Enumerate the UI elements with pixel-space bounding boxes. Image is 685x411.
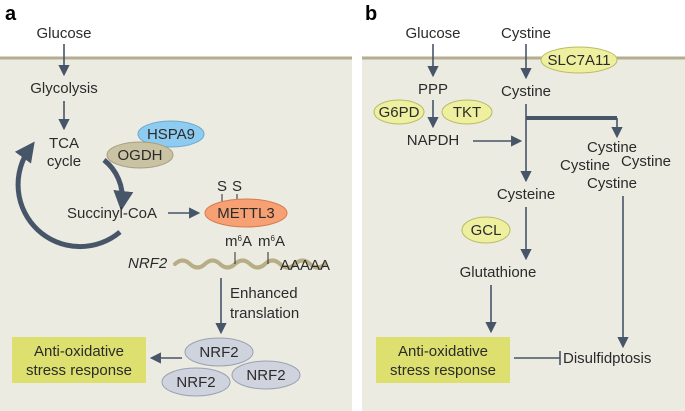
- tca-label-line1: TCA: [49, 135, 79, 152]
- panel-a: a Glucose Glycolysis TCA cycle HSPA9 OGD…: [0, 3, 352, 411]
- gcl-oval: [461, 216, 511, 244]
- cystine-aggregate-2: Cystine: [560, 157, 610, 174]
- mettl3-label: METTL3: [217, 205, 275, 222]
- succinyl-coa-label: Succinyl-CoA: [67, 205, 157, 222]
- g6pd-oval: [373, 99, 425, 125]
- gcl-label: GCL: [471, 222, 502, 239]
- polya-tail-label: AAAAA: [280, 257, 330, 274]
- panel-b-response-line2: stress response: [390, 362, 496, 379]
- panel-a-response-box: [12, 337, 146, 383]
- hspa9-label: HSPA9: [147, 126, 195, 143]
- s-label-1: S: [217, 178, 227, 195]
- tca-cycle-arrow-left: [14, 141, 122, 250]
- nrf2-mrna-label: NRF2: [128, 255, 168, 272]
- nrf2-protein-oval-1: [184, 337, 254, 367]
- panel-a-letter: a: [5, 3, 17, 25]
- cysteine-label: Cysteine: [497, 186, 555, 203]
- mettl3-oval: [204, 198, 288, 228]
- nrf2-mrna-strand: [173, 258, 327, 270]
- enhanced-translation-line2: translation: [230, 305, 299, 322]
- napdh-label: NAPDH: [407, 132, 460, 149]
- hspa9-oval: [137, 120, 205, 148]
- ppp-label: PPP: [418, 81, 448, 98]
- glutathione-label: Glutathione: [460, 264, 537, 281]
- tca-cycle-arrow-right: [102, 158, 134, 211]
- panel-b-response-line1: Anti-oxidative: [398, 343, 488, 360]
- slc7a11-label: SLC7A11: [547, 52, 610, 69]
- panel-b-response-box: [376, 337, 510, 383]
- m6a-label-2: m6A: [258, 233, 285, 250]
- ogdh-oval: [106, 141, 174, 169]
- nrf2-protein-label-1: NRF2: [199, 344, 238, 361]
- disulfidptosis-label: Disulfidptosis: [563, 350, 651, 367]
- panel-b-letter: b: [365, 3, 377, 25]
- g6pd-label: G6PD: [379, 104, 420, 121]
- glucose-label-b: Glucose: [405, 25, 460, 42]
- cystine-aggregate-4: Cystine: [587, 175, 637, 192]
- tkt-oval: [441, 99, 493, 125]
- tkt-label: TKT: [453, 104, 481, 121]
- cystine-aggregate-1: Cystine: [587, 139, 637, 156]
- cystine-aggregate-3: Cystine: [621, 153, 671, 170]
- m6a-label-1: m6A: [225, 233, 252, 250]
- ogdh-label: OGDH: [118, 147, 163, 164]
- slc7a11-oval: [540, 46, 618, 74]
- enhanced-translation-line1: Enhanced: [230, 285, 298, 302]
- cystine-top-label: Cystine: [501, 25, 551, 42]
- nrf2-protein-label-2: NRF2: [176, 374, 215, 391]
- panel-a-response-line2: stress response: [26, 362, 132, 379]
- tca-label-line2: cycle: [47, 153, 81, 170]
- s-label-2: S: [232, 178, 242, 195]
- cystine-intracellular-label: Cystine: [501, 83, 551, 100]
- glucose-label-a: Glucose: [36, 25, 91, 42]
- panel-b: b Glucose PPP G6PD TKT NAPDH Cystine SLC…: [362, 3, 685, 411]
- glycolysis-label: Glycolysis: [30, 80, 98, 97]
- nrf2-protein-oval-3: [231, 360, 301, 390]
- nrf2-protein-oval-2: [161, 367, 231, 397]
- nrf2-protein-label-3: NRF2: [246, 367, 285, 384]
- panel-a-response-line1: Anti-oxidative: [34, 343, 124, 360]
